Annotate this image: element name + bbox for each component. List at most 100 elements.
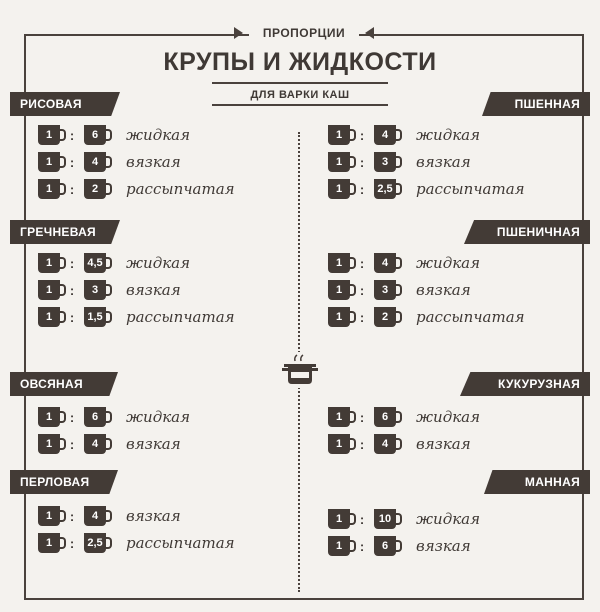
section-title: КУКУРУЗНАЯ (498, 377, 580, 391)
section-ribbon-ris: РИСОВАЯ (10, 92, 120, 116)
section-ribbon-pshenich: ПШЕНИЧНАЯ (464, 220, 590, 244)
grain-cup-icon: 1 (328, 253, 356, 273)
grain-cup-icon: 1 (38, 307, 66, 327)
liquid-cup-icon: 10 (374, 509, 402, 529)
page-subtitle: ДЛЯ ВАРКИ КАШ (250, 89, 350, 101)
liquid-cup-icon: 4 (374, 434, 402, 454)
ratio-row: 1:4 жидкая (328, 252, 480, 274)
consistency-label: жидкая (416, 510, 481, 528)
consistency-label: рассыпчатая (416, 180, 525, 198)
consistency-label: жидкая (126, 254, 191, 272)
section-title: ПШЕНИЧНАЯ (496, 225, 580, 239)
ratio-separator: : (359, 538, 365, 554)
divider-top (212, 82, 388, 84)
grain-cup-icon: 1 (328, 307, 356, 327)
liquid-cup-icon: 2,5 (84, 533, 112, 553)
grain-cup-icon: 1 (38, 280, 66, 300)
grain-cup-icon: 1 (38, 125, 66, 145)
consistency-label: рассыпчатая (416, 308, 525, 326)
grain-cup-icon: 1 (38, 253, 66, 273)
liquid-cup-icon: 3 (84, 280, 112, 300)
ratio-separator: : (359, 409, 365, 425)
grain-cup-icon: 1 (328, 125, 356, 145)
ratio-separator: : (359, 154, 365, 170)
liquid-cup-icon: 3 (374, 280, 402, 300)
grain-cup-icon: 1 (38, 506, 66, 526)
grain-cup-icon: 1 (328, 536, 356, 556)
ratio-separator: : (69, 282, 75, 298)
ratio-separator: : (359, 309, 365, 325)
ratio-row: 1:2 рассыпчатая (38, 178, 235, 200)
section-title: ПЕРЛОВАЯ (20, 475, 90, 489)
grain-cup-icon: 1 (38, 179, 66, 199)
liquid-cup-icon: 4 (84, 434, 112, 454)
section-ribbon-perl: ПЕРЛОВАЯ (10, 470, 118, 494)
liquid-cup-icon: 4 (374, 253, 402, 273)
section-title: ГРЕЧНЕВАЯ (20, 225, 96, 239)
ratio-separator: : (359, 127, 365, 143)
consistency-label: вязкая (126, 153, 181, 171)
ratio-separator: : (69, 154, 75, 170)
consistency-label: жидкая (126, 126, 191, 144)
ratio-separator: : (69, 508, 75, 524)
ratio-separator: : (69, 436, 75, 452)
consistency-label: жидкая (126, 408, 191, 426)
liquid-cup-icon: 6 (84, 407, 112, 427)
liquid-cup-icon: 1,5 (84, 307, 112, 327)
liquid-cup-icon: 4 (374, 125, 402, 145)
ratio-separator: : (359, 436, 365, 452)
grain-cup-icon: 1 (38, 434, 66, 454)
ratio-separator: : (69, 181, 75, 197)
consistency-label: вязкая (126, 281, 181, 299)
ratio-separator: : (359, 255, 365, 271)
section-ribbon-mann: МАННАЯ (484, 470, 590, 494)
consistency-label: вязкая (416, 537, 471, 555)
kicker-bar: ПРОПОРЦИИ (24, 26, 584, 40)
section-ribbon-kuk: КУКУРУЗНАЯ (460, 372, 590, 396)
consistency-label: вязкая (126, 435, 181, 453)
grain-cup-icon: 1 (328, 407, 356, 427)
consistency-label: рассыпчатая (126, 180, 235, 198)
consistency-label: вязкая (416, 153, 471, 171)
ratio-separator: : (69, 309, 75, 325)
page-title: КРУПЫ И ЖИДКОСТИ (163, 48, 437, 76)
liquid-cup-icon: 4 (84, 152, 112, 172)
grain-cup-icon: 1 (38, 152, 66, 172)
ratio-separator: : (359, 511, 365, 527)
grain-cup-icon: 1 (328, 179, 356, 199)
section-ribbon-ovs: ОВСЯНАЯ (10, 372, 118, 396)
consistency-label: жидкая (416, 126, 481, 144)
section-title: ПШЕННАЯ (514, 97, 580, 111)
pot-icon (280, 352, 320, 388)
consistency-label: вязкая (416, 435, 471, 453)
left-arrow-icon (233, 27, 243, 39)
ratio-row: 1:4 вязкая (38, 151, 181, 173)
kicker-label: ПРОПОРЦИИ (248, 26, 360, 40)
ratio-row: 1:3 вязкая (38, 279, 181, 301)
right-arrow-icon (365, 27, 375, 39)
consistency-label: жидкая (416, 254, 481, 272)
liquid-cup-icon: 2 (374, 307, 402, 327)
section-ribbon-pshen: ПШЕННАЯ (482, 92, 590, 116)
ratio-separator: : (69, 409, 75, 425)
section-title: РИСОВАЯ (20, 97, 82, 111)
consistency-label: жидкая (416, 408, 481, 426)
liquid-cup-icon: 2 (84, 179, 112, 199)
divider-bottom (212, 104, 388, 106)
ratio-row: 1:6 жидкая (38, 124, 190, 146)
consistency-label: вязкая (126, 507, 181, 525)
liquid-cup-icon: 4,5 (84, 253, 112, 273)
grain-cup-icon: 1 (328, 434, 356, 454)
consistency-label: рассыпчатая (126, 534, 235, 552)
ratio-separator: : (359, 282, 365, 298)
ratio-separator: : (69, 127, 75, 143)
liquid-cup-icon: 6 (84, 125, 112, 145)
